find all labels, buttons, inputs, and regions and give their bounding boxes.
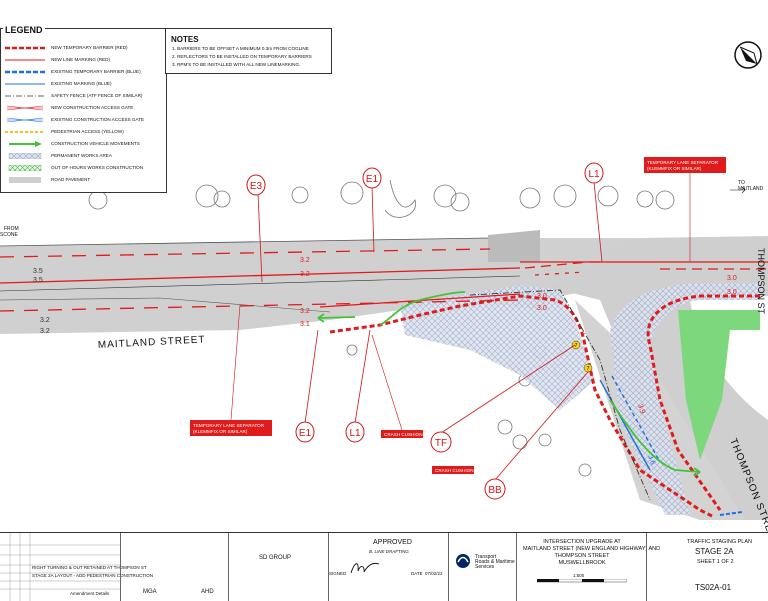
project-block: INTERSECTION UPGRADE AT MAITLAND STREET … bbox=[516, 533, 661, 601]
construction-vehicle-arrows bbox=[317, 291, 701, 477]
checked-by: AHD bbox=[201, 589, 214, 595]
svg-text:3.2: 3.2 bbox=[300, 308, 310, 315]
legend-item: ROAD PAVEMENT bbox=[5, 174, 165, 186]
agency-block: Transport Roads & Maritime Services bbox=[448, 533, 517, 601]
svg-text:3.5: 3.5 bbox=[33, 277, 43, 284]
svg-text:CRASH CUSHION: CRASH CUSHION bbox=[435, 468, 474, 473]
title-block: RIGHT TURNING & OUT RETAINED AT THOMPSON… bbox=[0, 532, 768, 601]
svg-text:(KLEMMFIX OR SIMILAR): (KLEMMFIX OR SIMILAR) bbox=[647, 166, 702, 171]
svg-text:3.2: 3.2 bbox=[40, 317, 50, 324]
drawing-info-block: TRAFFIC STAGING PLAN STAGE 2A SHEET 1 OF… bbox=[646, 533, 768, 601]
legend: LEGEND NEW TEMPORARY BARRIER (RED) NEW L… bbox=[0, 25, 167, 193]
north-arrow-icon bbox=[734, 41, 762, 69]
approved-by: B. LINE DRAFTING bbox=[369, 549, 409, 554]
svg-text:(KLEMMFIX OR SIMILAR): (KLEMMFIX OR SIMILAR) bbox=[193, 429, 248, 434]
note-item: 3. RPM'S TO BE INSTALLED WITH ALL NEW LI… bbox=[172, 62, 301, 67]
legend-item: SAFETY FENCE (ATF FENCE OF SIMILAR) bbox=[5, 93, 143, 98]
notes-title: NOTES bbox=[171, 35, 199, 44]
legend-title: LEGEND bbox=[3, 25, 45, 35]
project-title: INTERSECTION UPGRADE AT MAITLAND STREET … bbox=[523, 539, 661, 566]
pedestrian-markers: 7 7 bbox=[571, 340, 593, 373]
svg-text:TEMPORARY LANE SEPARATOR: TEMPORARY LANE SEPARATOR bbox=[647, 160, 719, 165]
legend-item: PERMANENT WORKS AREA bbox=[5, 150, 165, 162]
svg-text:3.9: 3.9 bbox=[636, 403, 646, 415]
callout-e3: E3 bbox=[250, 181, 263, 192]
svg-text:3.2: 3.2 bbox=[40, 328, 50, 335]
svg-text:3.0: 3.0 bbox=[727, 275, 737, 282]
amendment-details: Amendment Details bbox=[70, 591, 110, 596]
revision-note-2: STAGE 2A LAYOUT - ADD PEDESTRIAN CONSTRU… bbox=[32, 573, 154, 578]
drawing-number: TS02A-01 bbox=[695, 583, 732, 592]
agency-name: Transport Roads & Maritime Services bbox=[475, 554, 515, 570]
legend-item: EXISTING TEMPORARY BARRIER (BLUE) bbox=[5, 69, 141, 74]
client-block: SD GROUP bbox=[228, 533, 329, 601]
legend-item: PEDESTRIAN ACCESS (YELLOW) bbox=[5, 129, 124, 134]
note-item: 1. BARRIERS TO BE OFFSET A MINIMUM 0.3m … bbox=[172, 46, 309, 51]
revision-table: RIGHT TURNING & OUT RETAINED AT THOMPSON… bbox=[0, 533, 153, 601]
permanent-works-area bbox=[400, 285, 595, 410]
ped-badge-1: 7 bbox=[575, 343, 578, 349]
svg-text:3.1: 3.1 bbox=[300, 321, 310, 328]
svg-text:3.2: 3.2 bbox=[300, 271, 310, 278]
revision-note: RIGHT TURNING & OUT RETAINED AT THOMPSON… bbox=[32, 565, 147, 570]
ped-badge-2: 7 bbox=[587, 366, 590, 372]
drawn-by: MGA bbox=[143, 589, 157, 595]
legend-item: CONSTRUCTION VEHICLE MOVEMENTS bbox=[5, 138, 165, 150]
stage: STAGE 2A bbox=[695, 547, 734, 556]
legend-item: OUT OF HOURS WORKS CONSTRUCTION bbox=[5, 162, 165, 174]
callouts: E3 E1 L1 E1 L1 TF BB bbox=[246, 162, 604, 500]
legend-item: EXISTING CONSTRUCTION ACCESS GATE bbox=[5, 114, 165, 126]
scale: 1:500 bbox=[573, 573, 585, 578]
svg-text:3.6: 3.6 bbox=[646, 454, 656, 466]
date-label: DATE bbox=[411, 571, 423, 576]
thompson-street-top-label: THOMPSON ST bbox=[756, 248, 766, 315]
sheet-number: SHEET 1 OF 2 bbox=[697, 559, 734, 565]
svg-text:TEMPORARY LANE SEPARATOR: TEMPORARY LANE SEPARATOR bbox=[193, 423, 265, 428]
new-temporary-barrier bbox=[329, 294, 760, 518]
svg-text:3.0: 3.0 bbox=[537, 305, 547, 312]
legend-item: EXISTING MARKING (BLUE) bbox=[5, 81, 112, 86]
date-value: 07/02/22 bbox=[425, 571, 443, 576]
callout-e1-top: E1 bbox=[366, 174, 379, 185]
legend-item: NEW CONSTRUCTION ACCESS GATE bbox=[5, 102, 165, 114]
callout-bb: BB bbox=[488, 485, 502, 496]
traffic-staging-plan: 7 7 3.5 3.5 3.2 3.2 3.2 3.2 3.2 3.1 3.0 … bbox=[0, 41, 768, 532]
out-of-hours-works-area bbox=[678, 310, 760, 460]
approval-block: APPROVED B. LINE DRAFTING SIGNED DATE 07… bbox=[328, 533, 449, 601]
existing-blue-markings bbox=[599, 375, 743, 516]
callout-l1-top: L1 bbox=[588, 169, 600, 180]
svg-text:3.2: 3.2 bbox=[300, 257, 310, 264]
callout-e1-bottom: E1 bbox=[299, 428, 312, 439]
svg-text:3.5: 3.5 bbox=[33, 268, 43, 275]
notes: NOTES 1. BARRIERS TO BE OFFSET A MINIMUM… bbox=[165, 28, 332, 74]
drawn-checked-block: MGA AHD bbox=[120, 533, 229, 601]
nsw-logo-icon bbox=[456, 554, 470, 568]
drawing-title: TRAFFIC STAGING PLAN bbox=[687, 539, 752, 545]
lane-widths: 3.5 3.5 3.2 3.2 3.2 3.2 3.2 3.1 3.0 3.0 … bbox=[33, 257, 737, 466]
svg-text:3.0: 3.0 bbox=[727, 289, 737, 296]
callout-tf: TF bbox=[435, 438, 447, 449]
signature bbox=[350, 562, 380, 574]
new-line-marking bbox=[0, 248, 768, 312]
approved-label: APPROVED bbox=[373, 539, 412, 546]
legend-item: NEW TEMPORARY BARRIER (RED) bbox=[5, 45, 128, 50]
svg-text:3.0: 3.0 bbox=[537, 293, 547, 300]
label-boxes: TEMPORARY LANE SEPARATOR (KLEMMFIX OR SI… bbox=[190, 157, 726, 474]
note-item: 2. REFLECTORS TO BE INSTALLED ON TEMPORA… bbox=[172, 54, 312, 59]
maitland-street-label: MAITLAND STREET bbox=[98, 334, 206, 351]
safety-fence bbox=[469, 289, 651, 501]
signed-label: SIGNED bbox=[329, 571, 347, 576]
legend-item: NEW LINE MARKING (RED) bbox=[5, 57, 110, 62]
callout-l1-bottom: L1 bbox=[349, 428, 361, 439]
client-name: SD GROUP bbox=[259, 555, 292, 561]
svg-text:CRASH CUSHION: CRASH CUSHION bbox=[384, 432, 423, 437]
